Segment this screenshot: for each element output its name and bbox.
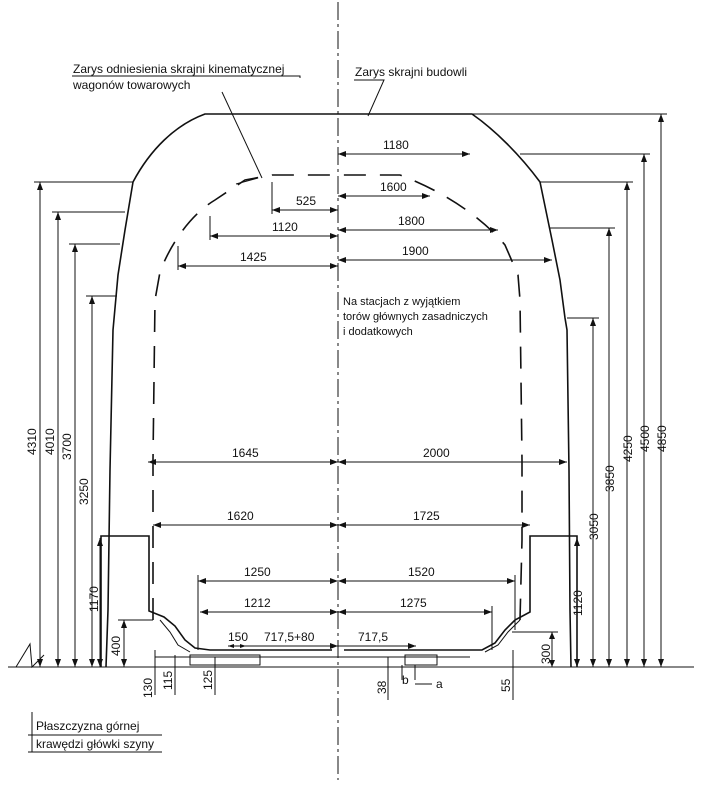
structure-gauge-outline xyxy=(105,113,572,668)
dim-125: 125 xyxy=(201,670,215,690)
dim-4310: 4310 xyxy=(25,428,39,455)
station-note-line3: i dodatkowych xyxy=(343,326,413,338)
dim-1725: 1725 xyxy=(413,509,440,523)
structure-outline-label: Zarys skrajni budowli xyxy=(355,65,467,79)
dim-4250: 4250 xyxy=(621,435,635,462)
dim-3850: 3850 xyxy=(603,465,617,492)
rail-plane-label-line2: krawędzi główki szyny xyxy=(36,737,154,751)
dim-1425: 1425 xyxy=(240,250,267,264)
dim-300: 300 xyxy=(539,644,553,664)
dim-1180: 1180 xyxy=(383,138,409,152)
dim-1250: 1250 xyxy=(244,565,271,579)
dim-3700: 3700 xyxy=(60,433,74,460)
dim-4850: 4850 xyxy=(655,425,669,452)
dim-115: 115 xyxy=(161,671,175,690)
dim-1645: 1645 xyxy=(232,446,259,460)
dim-717-5-plus-80: 717,5+80 xyxy=(264,630,315,644)
dim-2000: 2000 xyxy=(423,446,450,460)
dim-1900: 1900 xyxy=(402,244,429,258)
dim-1120-right: 1120 xyxy=(571,590,585,616)
mark-b: b xyxy=(402,673,409,687)
dim-1600: 1600 xyxy=(380,180,407,194)
structure-label-leader xyxy=(354,79,385,117)
kinematic-label-leader xyxy=(72,75,301,78)
dim-3050: 3050 xyxy=(587,513,601,540)
dim-1170: 1170 xyxy=(87,586,101,612)
dim-525: 525 xyxy=(296,194,316,208)
kinematic-outline-label-line1: Zarys odniesienia skrajni kinematycznej xyxy=(73,62,284,76)
dim-1800: 1800 xyxy=(398,214,425,228)
lower-profile-left-inner xyxy=(159,619,191,653)
dim-55: 55 xyxy=(499,678,513,692)
station-note-line2: torów głównych zasadniczych xyxy=(343,311,488,323)
station-note-line1: Na stacjach z wyjątkiem xyxy=(343,296,460,308)
kinematic-leader-tick xyxy=(235,177,259,185)
kinematic-leader-line xyxy=(221,91,263,179)
dim-150: 150 xyxy=(228,630,248,644)
dim-130: 130 xyxy=(141,678,155,698)
dim-400: 400 xyxy=(109,636,123,656)
kinematic-reference-outline xyxy=(152,174,523,621)
rail-plane-label-line1: Płaszczyzna górnej xyxy=(36,719,139,733)
kinematic-outline-label-line2: wagonów towarowych xyxy=(72,78,190,92)
lower-profile-left xyxy=(100,535,332,667)
mark-a: a xyxy=(436,677,443,691)
dim-38: 38 xyxy=(375,680,389,694)
rail-left xyxy=(189,654,261,666)
dim-1212: 1212 xyxy=(244,596,271,610)
rail-right xyxy=(404,654,438,666)
dim-1275: 1275 xyxy=(400,596,427,610)
dim-717-5: 717,5 xyxy=(358,630,388,644)
dim-4010: 4010 xyxy=(43,428,57,455)
dim-1520: 1520 xyxy=(408,565,435,579)
dim-1120: 1120 xyxy=(272,220,298,234)
dim-4500: 4500 xyxy=(638,425,652,452)
dim-1620: 1620 xyxy=(227,509,254,523)
dim-3250: 3250 xyxy=(77,478,91,505)
